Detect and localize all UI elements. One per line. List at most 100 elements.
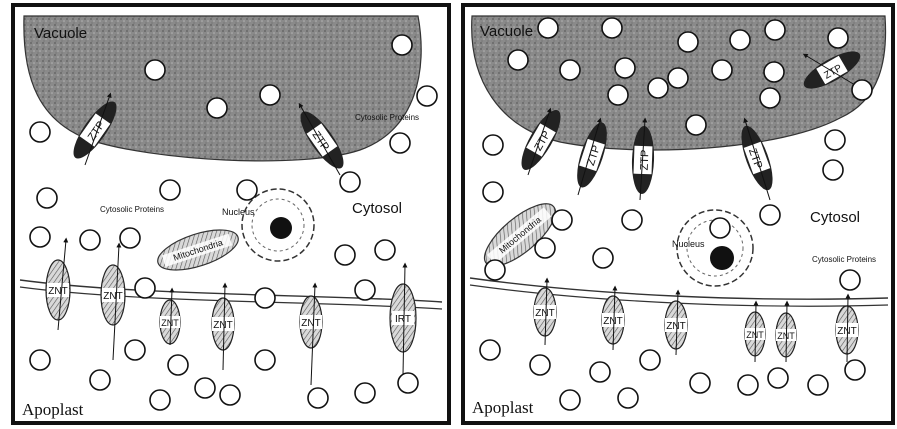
- zinc-ion: [483, 135, 503, 155]
- zinc-ion: [392, 35, 412, 55]
- zinc-ion: [255, 350, 275, 370]
- zinc-ion: [538, 18, 558, 38]
- zinc-ion: [145, 60, 165, 80]
- zinc-ion: [355, 383, 375, 403]
- zinc-ion: [560, 60, 580, 80]
- transporter-label: ZNT: [301, 318, 320, 329]
- vacuole-label: Vacuole: [480, 23, 533, 40]
- zinc-ion: [840, 270, 860, 290]
- zinc-ion: [30, 350, 50, 370]
- right-panel: Vacuole ZTP ZTP ZTP ZTP ZTP: [463, 5, 893, 423]
- transporter-label: ZNT: [603, 316, 622, 327]
- apoplast-label: Apoplast: [472, 398, 534, 417]
- apoplast-label: Apoplast: [22, 400, 84, 419]
- transporter-label: ZNT: [48, 286, 67, 297]
- transporter-label: ZNT: [666, 321, 685, 332]
- zinc-ion: [160, 180, 180, 200]
- cytosol-label: Cytosol: [352, 200, 402, 217]
- znt-transporter: ZNT: [212, 298, 234, 350]
- zinc-ion: [768, 368, 788, 388]
- zinc-ion: [608, 85, 628, 105]
- zinc-ion: [375, 240, 395, 260]
- zinc-ion: [852, 80, 872, 100]
- zinc-ion: [560, 390, 580, 410]
- zinc-ion: [828, 28, 848, 48]
- cytosolic-proteins-label: Cytosolic Proteins: [100, 205, 164, 214]
- zinc-ion: [135, 278, 155, 298]
- zinc-ion: [125, 340, 145, 360]
- zinc-ion: [168, 355, 188, 375]
- zinc-ion: [335, 245, 355, 265]
- zinc-ion: [150, 390, 170, 410]
- zinc-ion: [690, 373, 710, 393]
- nucleus-label: Nucleus: [672, 239, 705, 249]
- zinc-ion: [485, 260, 505, 280]
- znt-transporter: ZNT: [101, 265, 125, 325]
- nucleolus: [710, 246, 734, 270]
- zinc-ion: [308, 388, 328, 408]
- zinc-ion: [730, 30, 750, 50]
- zinc-ion: [237, 180, 257, 200]
- zinc-ion: [530, 355, 550, 375]
- zinc-ion: [417, 86, 437, 106]
- nucleus-label: Nucleus: [222, 207, 255, 217]
- zinc-ion: [590, 362, 610, 382]
- zinc-ion: [37, 188, 57, 208]
- cytosol-label: Cytosol: [810, 209, 860, 226]
- zinc-ion: [622, 210, 642, 230]
- zinc-ion: [686, 115, 706, 135]
- zinc-ion: [764, 62, 784, 82]
- zinc-ion: [260, 85, 280, 105]
- zinc-ion: [120, 228, 140, 248]
- zinc-ion: [765, 20, 785, 40]
- ztp-label: ZTP: [639, 149, 652, 170]
- zinc-ion: [390, 133, 410, 153]
- cytosolic-proteins-label: Cytosolic Proteins: [355, 113, 419, 122]
- transporter-label: ZNT: [213, 320, 232, 331]
- zinc-ion: [195, 378, 215, 398]
- zinc-ion: [340, 172, 360, 192]
- zinc-ion: [648, 78, 668, 98]
- zinc-ion: [845, 360, 865, 380]
- zinc-ion: [738, 375, 758, 395]
- zinc-ion: [207, 98, 227, 118]
- zinc-ion: [668, 68, 688, 88]
- zinc-ion: [602, 18, 622, 38]
- zinc-ion: [618, 388, 638, 408]
- transporter-label: IRT: [395, 314, 411, 325]
- vacuole-label: Vacuole: [34, 25, 87, 42]
- zinc-ion: [678, 32, 698, 52]
- zinc-ion: [483, 182, 503, 202]
- zinc-ion: [823, 160, 843, 180]
- zinc-ion: [30, 122, 50, 142]
- zinc-ion: [355, 280, 375, 300]
- zinc-ion: [593, 248, 613, 268]
- transporter-label: ZNT: [103, 291, 122, 302]
- irt-transporter: IRT: [390, 284, 416, 352]
- zinc-ion: [712, 60, 732, 80]
- zinc-ion: [640, 350, 660, 370]
- znt-transporter: ZNT: [46, 260, 70, 320]
- left-panel: Vacuole ZTP ZTP Cytosolic Proteins Cytos…: [13, 5, 449, 423]
- zinc-ion: [535, 238, 555, 258]
- znt-transporter: ZNT: [300, 296, 322, 348]
- zinc-ion: [710, 218, 730, 238]
- zinc-ion: [552, 210, 572, 230]
- zinc-ion: [255, 288, 275, 308]
- zinc-ion: [808, 375, 828, 395]
- zinc-ion: [760, 205, 780, 225]
- zinc-ion: [615, 58, 635, 78]
- transporter-label: ZNT: [535, 308, 554, 319]
- zinc-ion: [760, 88, 780, 108]
- zinc-ion: [398, 373, 418, 393]
- cytosolic-proteins-label: Cytosolic Proteins: [812, 255, 876, 264]
- zinc-ion: [825, 130, 845, 150]
- zinc-ion: [508, 50, 528, 70]
- zinc-ion: [30, 227, 50, 247]
- zinc-ion: [90, 370, 110, 390]
- zinc-ion: [480, 340, 500, 360]
- zinc-ion: [80, 230, 100, 250]
- zinc-ion: [220, 385, 240, 405]
